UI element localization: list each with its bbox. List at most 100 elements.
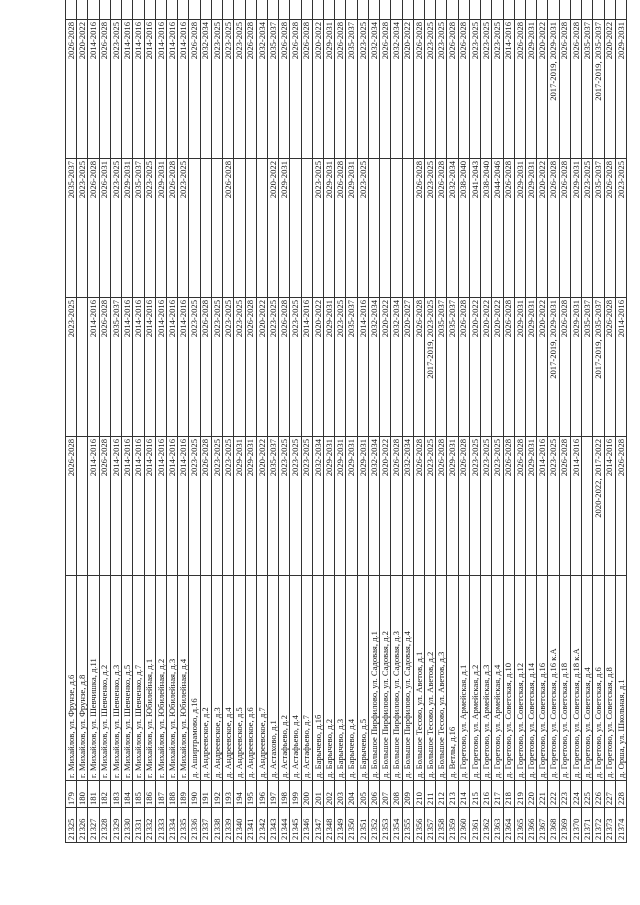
row-number-cell: 218 bbox=[503, 780, 515, 808]
period-cell-1: 2029-2031 bbox=[357, 436, 369, 576]
row-id-cell: 21371 bbox=[581, 807, 593, 843]
period-cell-1: 2029-2031 bbox=[245, 436, 257, 576]
period-cell-5: 2026-2028 bbox=[413, 0, 425, 20]
period-cell-3: 2038-2040 bbox=[458, 158, 470, 298]
period-cell-1: 2014-2016 bbox=[166, 436, 178, 576]
row-number-cell: 181 bbox=[87, 780, 100, 808]
period-cell-5: 2026-2028 bbox=[503, 0, 515, 20]
period-cell-2: 2023-2025 bbox=[222, 297, 234, 437]
period-cell-1: 2023-2025 bbox=[547, 436, 560, 576]
period-cell-1: 2029-2031 bbox=[233, 436, 245, 576]
row-number-cell: 226 bbox=[592, 780, 604, 808]
period-cell-2: 2020-2022 bbox=[312, 297, 324, 437]
period-cell-4: 2026-2028 bbox=[334, 19, 346, 159]
period-cell-2: 2026-2028 bbox=[413, 297, 425, 437]
period-cell-1: 2029-2031 bbox=[323, 436, 335, 576]
period-cell-5: 2023-2025 bbox=[379, 0, 391, 20]
period-cell-5: 2020-2022 bbox=[301, 0, 313, 20]
period-cell-3 bbox=[379, 158, 391, 298]
row-number-cell: 185 bbox=[132, 780, 145, 808]
period-cell-4: 2032-2034 bbox=[200, 19, 212, 159]
period-cell-2: 2014-2016 bbox=[177, 297, 189, 437]
row-number-cell: 180 bbox=[76, 780, 88, 808]
period-cell-2: 2026-2028 bbox=[245, 297, 257, 437]
period-cell-3: 2029-2031 bbox=[345, 158, 358, 298]
period-cell-5: 2020-2022 bbox=[76, 0, 88, 20]
address-cell: д. Горетово, ул. Советская, д.12 bbox=[514, 575, 526, 781]
period-cell-3: 2023-2025 bbox=[144, 158, 156, 298]
address-cell: д. Горетово, ул. Армейская, д.4 bbox=[491, 575, 504, 781]
row-number-cell: 197 bbox=[267, 780, 279, 808]
row-id-cell: 21345 bbox=[289, 807, 302, 843]
period-cell-4: 2014-2016 bbox=[177, 19, 189, 159]
period-cell-5: 2026-2028 bbox=[188, 0, 201, 20]
period-cell-5: 2032-2034 bbox=[256, 0, 268, 20]
period-cell-1: 2023-2025 bbox=[469, 436, 481, 576]
period-cell-5: 2023-2025 bbox=[368, 0, 380, 20]
period-cell-5: 2023-2025 bbox=[357, 0, 369, 20]
period-cell-2: 2020-2027 bbox=[402, 297, 414, 437]
period-cell-4: 2026-2028 bbox=[65, 19, 77, 159]
row-number-cell: 223 bbox=[559, 780, 571, 808]
period-cell-2: 2014-2016 bbox=[357, 297, 369, 437]
period-cell-2: 2035-2037 bbox=[435, 297, 447, 437]
address-cell: д. Барычево, д.2 bbox=[323, 575, 335, 781]
row-number-cell: 217 bbox=[491, 780, 504, 808]
period-cell-1: 2026-2028 bbox=[503, 436, 515, 576]
period-cell-3: 2038-2040 bbox=[480, 158, 492, 298]
period-cell-5: 2020-2022 bbox=[536, 0, 548, 20]
period-cell-3 bbox=[301, 158, 313, 298]
row-id-cell: 21352 bbox=[368, 807, 380, 843]
address-cell: д. Астафьево, д.2 bbox=[278, 575, 290, 781]
address-cell: д. Горетово, ул. Армейская, д.2 bbox=[469, 575, 481, 781]
period-cell-5: 2026-2028 bbox=[559, 0, 571, 20]
period-cell-1: 2014-2016 bbox=[155, 436, 167, 576]
period-cell-3: 2023-2025 bbox=[357, 158, 369, 298]
row-number-cell: 198 bbox=[278, 780, 290, 808]
period-cell-1: 2026-2028 bbox=[615, 436, 627, 576]
period-cell-1: 2020-2022 bbox=[379, 436, 391, 576]
period-cell-1: 2032-2034 bbox=[312, 436, 324, 576]
address-cell: д. Горетово, ул. Армейская, д.3 bbox=[480, 575, 492, 781]
address-cell: д. Андреевское, д.3 bbox=[211, 575, 223, 781]
address-cell: д. Аширтрамово, д.16 bbox=[188, 575, 201, 781]
address-cell: д. Барычево, д.1б bbox=[312, 575, 324, 781]
period-cell-1: 2035-2037 bbox=[267, 436, 279, 576]
row-id-cell: 21334 bbox=[166, 807, 178, 843]
period-cell-2: 2020-2022 bbox=[536, 297, 548, 437]
row-number-cell: 205 bbox=[357, 780, 369, 808]
address-cell: д. Андреевское, д.2 bbox=[200, 575, 212, 781]
period-cell-3: 2026-2028 bbox=[413, 158, 425, 298]
row-number-cell: 210 bbox=[413, 780, 425, 808]
period-cell-3: 2029-2031 bbox=[278, 158, 290, 298]
period-cell-1: 2026-2028 bbox=[65, 436, 77, 576]
period-cell-5: 2029-2031 bbox=[525, 0, 537, 20]
period-cell-2: 2017-2019, 2035-2037 bbox=[592, 297, 604, 437]
address-cell: д. Горетово, ул. Советская, д.6 bbox=[592, 575, 604, 781]
period-cell-4: 2014-2016 bbox=[121, 19, 133, 159]
row-id-cell: 21331 bbox=[132, 807, 145, 843]
period-cell-1: 2020-2022 bbox=[256, 436, 268, 576]
period-cell-4: 2023-2025 bbox=[491, 19, 504, 159]
period-cell-4: 2014-2016 bbox=[166, 19, 178, 159]
period-cell-4: 2023-2025 bbox=[435, 19, 447, 159]
address-cell: д. Большое Тесово, ул. Аветов, д.1 bbox=[413, 575, 425, 781]
row-number-cell: 202 bbox=[323, 780, 335, 808]
row-id-cell: 21326 bbox=[76, 807, 88, 843]
period-cell-5: 2026-2028 bbox=[245, 0, 257, 20]
period-cell-5: 2029-2031 bbox=[615, 0, 627, 20]
period-cell-5: 2020-2022 bbox=[570, 0, 582, 20]
